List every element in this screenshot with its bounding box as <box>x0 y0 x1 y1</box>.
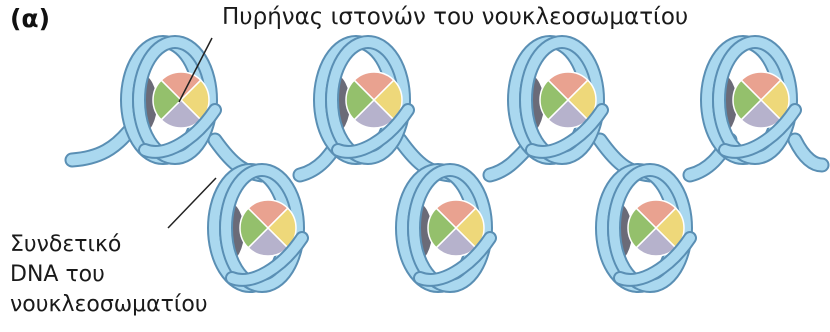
nucleosome <box>212 170 302 286</box>
linker-dna-label-line-3: νουκλεοσωματίου <box>10 290 208 320</box>
linker-dna-label-line-2: DNA του <box>10 260 208 290</box>
linker-dna-label: Συνδετικό DNA του νουκλεοσωματίου <box>10 230 208 320</box>
panel-label: (α) <box>10 4 50 33</box>
nucleosome <box>318 42 408 158</box>
nucleosome <box>705 42 795 158</box>
histone-core-label: Πυρήνας ιστονών του νουκλεοσωματίου <box>222 4 688 30</box>
nucleosome <box>512 42 602 158</box>
linker-dna-label-line-1: Συνδετικό <box>10 230 208 260</box>
nucleosome <box>400 170 490 286</box>
nucleosome <box>600 170 690 286</box>
